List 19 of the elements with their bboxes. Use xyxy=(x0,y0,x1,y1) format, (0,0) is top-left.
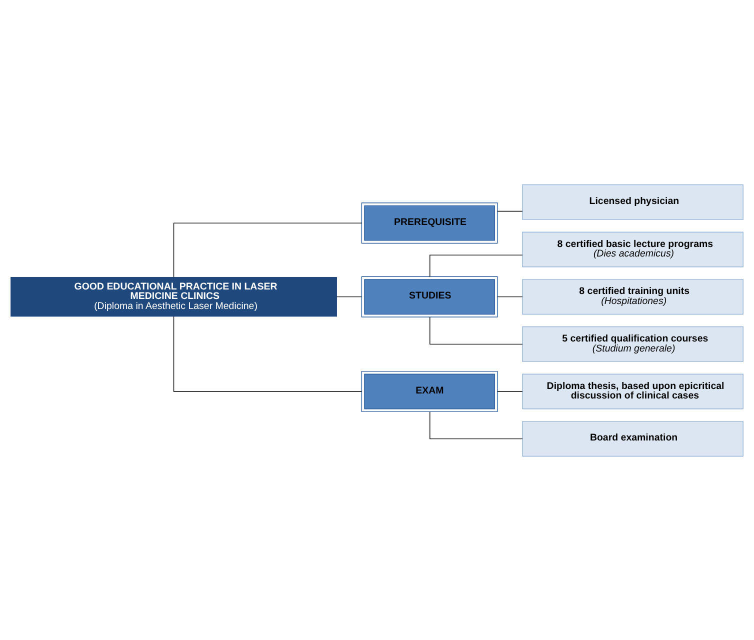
node-box: GOOD EDUCATIONAL PRACTICE IN LASER MEDICINE CLINICS (Diploma in Aesthetic Laser Medicine) xyxy=(10,276,337,316)
connector xyxy=(173,316,362,392)
node-box: Diploma thesis, based upon epicritical discussion of clinical cases xyxy=(522,373,744,409)
connector xyxy=(430,254,523,276)
node-box: 5 certified qualification courses (Studium generale) xyxy=(522,326,744,362)
node-box: EXAM xyxy=(361,370,498,412)
node-box: 8 certified basic lecture programs (Dies academicus) xyxy=(522,231,744,267)
node-box: Board examination xyxy=(522,420,744,456)
connector xyxy=(497,390,523,392)
connector xyxy=(497,210,523,212)
node-box: STUDIES xyxy=(361,276,498,317)
node-box: PREREQUISITE xyxy=(361,202,498,244)
connector xyxy=(430,316,523,344)
connector xyxy=(336,296,362,297)
node-box: Licensed physician xyxy=(522,184,744,220)
connector xyxy=(497,296,523,297)
node-box: 8 certified training units (Hospitationes) xyxy=(522,278,744,314)
connector xyxy=(430,410,523,439)
connector xyxy=(173,222,362,278)
